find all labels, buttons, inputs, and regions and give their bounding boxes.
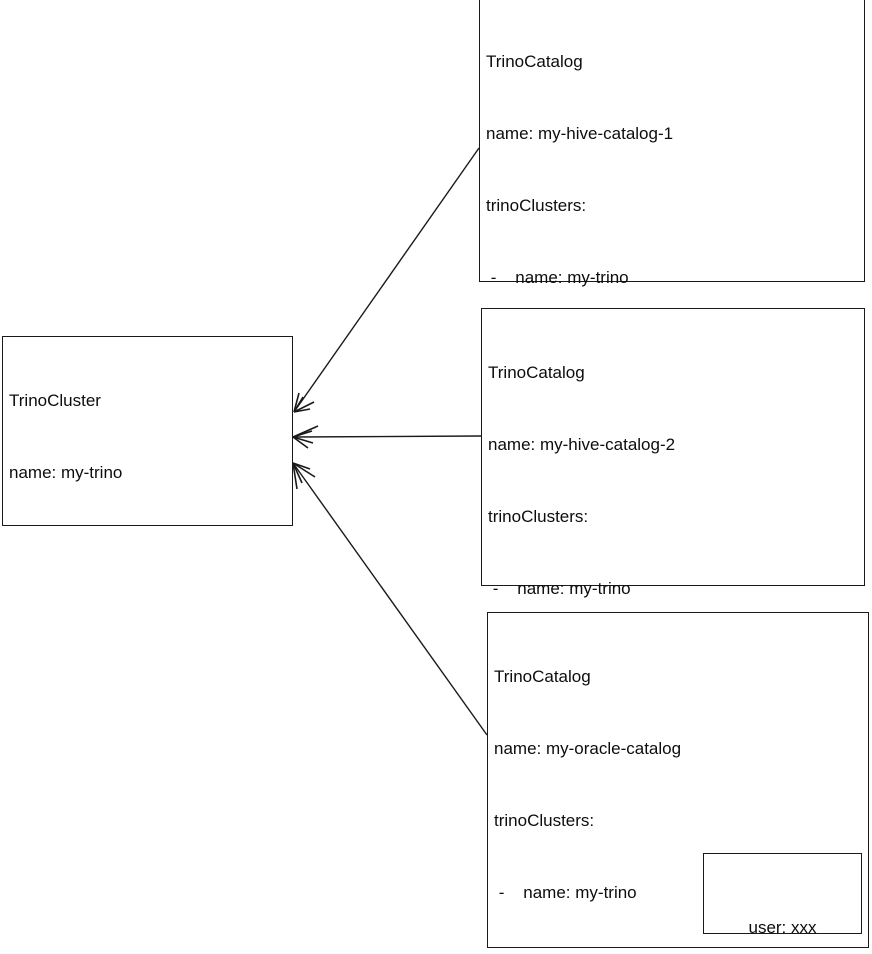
node-line: - name: my-trino <box>486 268 629 287</box>
trino-catalog-node-my-hive-catalog-1[interactable]: TrinoCatalog name: my-hive-catalog-1 tri… <box>479 0 865 647</box>
trino-catalog-node-text: TrinoCatalog name: my-oracle-catalog tri… <box>494 617 864 954</box>
node-line: trinoClusters: <box>494 811 595 830</box>
oracle-credentials-secret-node[interactable]: user: xxx password: xxx <box>703 853 862 937</box>
secret-node-text: user: xxx password: xxx <box>704 868 861 954</box>
trino-cluster-node[interactable]: TrinoCluster name: my-trino <box>2 336 293 526</box>
node-line: TrinoCatalog <box>486 52 583 71</box>
edge-catalog3-to-cluster <box>292 462 488 736</box>
node-line: - name: my-trino <box>488 579 631 598</box>
node-line: name: my-hive-catalog-2 <box>488 435 676 454</box>
node-line: TrinoCluster <box>9 391 101 410</box>
trino-catalog-node-my-oracle-catalog[interactable]: TrinoCatalog name: my-oracle-catalog tri… <box>487 612 869 948</box>
node-line: trinoClusters: <box>488 507 589 526</box>
node-line: trinoClusters: <box>486 196 587 215</box>
node-line: name: my-oracle-catalog <box>494 739 682 758</box>
node-line: name: my-trino <box>9 463 123 482</box>
trino-cluster-node-text: TrinoCluster name: my-trino <box>9 341 288 533</box>
trino-catalog-node-my-hive-catalog-2[interactable]: TrinoCatalog name: my-hive-catalog-2 tri… <box>481 308 865 886</box>
node-line: TrinoCatalog <box>488 363 585 382</box>
node-line: name: my-hive-catalog-1 <box>486 124 674 143</box>
node-line: - name: my-trino <box>494 883 637 902</box>
edge-catalog1-to-cluster <box>293 147 480 413</box>
edge-catalog2-to-cluster <box>292 425 482 449</box>
node-line: user: xxx <box>748 918 817 937</box>
node-line: TrinoCatalog <box>494 667 591 686</box>
